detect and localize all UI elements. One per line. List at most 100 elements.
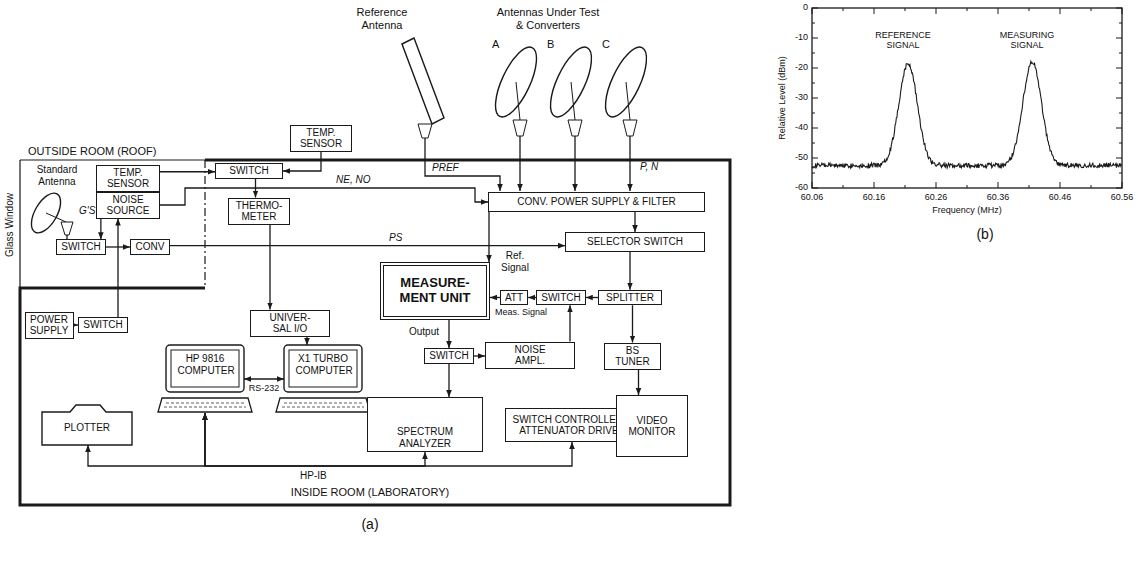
signal-label: Output xyxy=(408,326,440,338)
signal-line xyxy=(474,355,485,356)
label: 0 xyxy=(803,2,808,12)
label: B xyxy=(547,38,554,51)
axis-tick xyxy=(874,182,875,188)
label: HP-IB xyxy=(300,470,327,482)
axis-tick xyxy=(1116,98,1122,99)
label: G'S xyxy=(79,205,95,217)
antenna-feed xyxy=(418,124,432,138)
node-text: TEMP. SENSOR xyxy=(299,127,343,150)
label: Reference Antenna xyxy=(347,6,417,31)
keyboard xyxy=(276,398,370,412)
feed-line xyxy=(574,136,575,191)
plot-frame xyxy=(812,8,1122,188)
axis-tick xyxy=(1091,185,1092,188)
node-text: SWITCH xyxy=(541,292,580,304)
axis-tick xyxy=(1119,53,1122,54)
signal-line xyxy=(586,297,598,298)
antenna-feed xyxy=(61,222,73,235)
axis-tick xyxy=(1116,8,1122,9)
converter xyxy=(623,120,637,136)
device-box: SPECTRUM ANALYZER xyxy=(367,397,483,452)
node-text: THERMO- METER xyxy=(235,200,283,223)
node-text: VIDEO MONITOR xyxy=(624,415,680,438)
axis-tick xyxy=(1119,173,1122,174)
node-text: BS TUNER xyxy=(608,345,657,368)
axis-tick xyxy=(1060,182,1061,188)
label: 60.56 xyxy=(1111,192,1134,202)
signal-line xyxy=(269,225,270,310)
axis-tick xyxy=(812,113,815,114)
label: Glass Window xyxy=(4,193,16,257)
label: -50 xyxy=(795,152,808,162)
label: 60.36 xyxy=(987,192,1010,202)
spectrum-trace xyxy=(812,61,1122,168)
dish-antenna xyxy=(487,42,544,191)
feed-strut xyxy=(46,213,66,222)
axis-tick xyxy=(1029,185,1030,188)
axis-tick xyxy=(936,8,937,14)
label: -20 xyxy=(795,62,808,72)
axis-tick xyxy=(812,188,818,189)
device-box: CONV xyxy=(130,239,170,255)
keys xyxy=(282,403,364,407)
device-box: SWITCH xyxy=(78,317,127,333)
node-text: SWITCH xyxy=(61,241,100,253)
label: C xyxy=(602,38,610,51)
dish xyxy=(487,42,544,123)
label: A xyxy=(492,38,499,51)
feed-strut xyxy=(571,82,575,120)
node-text: POWER SUPPLY xyxy=(29,314,70,337)
device-box: NOISE SOURCE xyxy=(96,192,160,219)
axis-tick xyxy=(1122,8,1123,14)
computer-screen xyxy=(166,345,244,392)
device-box: CONV. POWER SUPPLY & FILTER xyxy=(488,192,705,212)
feed-line xyxy=(629,136,630,191)
axis-tick xyxy=(998,182,999,188)
label: PREF xyxy=(432,162,459,174)
converter xyxy=(513,120,527,136)
standard-antenna xyxy=(25,188,66,237)
signal-line xyxy=(629,252,630,290)
dish-antenna xyxy=(542,42,599,191)
axis-tick xyxy=(967,185,968,188)
device-box: HP 9816 COMPUTER xyxy=(166,345,244,413)
node-text: HP 9816 COMPUTER xyxy=(178,353,233,376)
reference-antenna xyxy=(402,38,444,124)
node-text: SPLITTER xyxy=(606,292,654,304)
axis-tick xyxy=(1060,8,1061,14)
axis-tick xyxy=(905,185,906,188)
device-box: BS TUNER xyxy=(604,343,661,370)
label: 60.46 xyxy=(1049,192,1072,202)
axis-tick xyxy=(1091,8,1092,11)
screen-frame xyxy=(289,350,357,387)
device-box: SWITCH xyxy=(536,290,585,306)
node-text: SPECTRUM ANALYZER xyxy=(371,426,479,449)
axis-tick xyxy=(874,8,875,14)
signal-line xyxy=(117,219,118,318)
device-box: VIDEO MONITOR xyxy=(616,395,688,457)
label: OUTSIDE ROOM (ROOF) xyxy=(28,145,156,158)
signal-line xyxy=(160,188,488,205)
axis-tick xyxy=(1116,188,1122,189)
device-box: SWITCH xyxy=(424,348,473,364)
signal-label: NE, NO xyxy=(335,174,371,186)
plotter-shape xyxy=(42,405,132,445)
axis-tick xyxy=(812,143,815,144)
feed-strut xyxy=(516,82,520,120)
node-text: UNIVER- SAL I/O xyxy=(266,312,314,335)
converter xyxy=(568,120,582,136)
label: 60.06 xyxy=(801,192,824,202)
axis-tick xyxy=(1029,8,1030,11)
axis-tick xyxy=(967,8,968,11)
label: Standard Antenna xyxy=(27,164,87,187)
axis-tick xyxy=(812,8,818,9)
label: 60.26 xyxy=(925,192,948,202)
device-box: TEMP. SENSOR xyxy=(96,165,160,192)
node-text: ATT xyxy=(505,292,523,304)
label: Relative Level (dBm) xyxy=(777,56,787,140)
device-box: SWITCH xyxy=(215,163,283,179)
axis-tick xyxy=(1116,128,1122,129)
glass-window-wall xyxy=(20,160,205,288)
feed-strut xyxy=(626,82,630,120)
label: 60.16 xyxy=(863,192,886,202)
